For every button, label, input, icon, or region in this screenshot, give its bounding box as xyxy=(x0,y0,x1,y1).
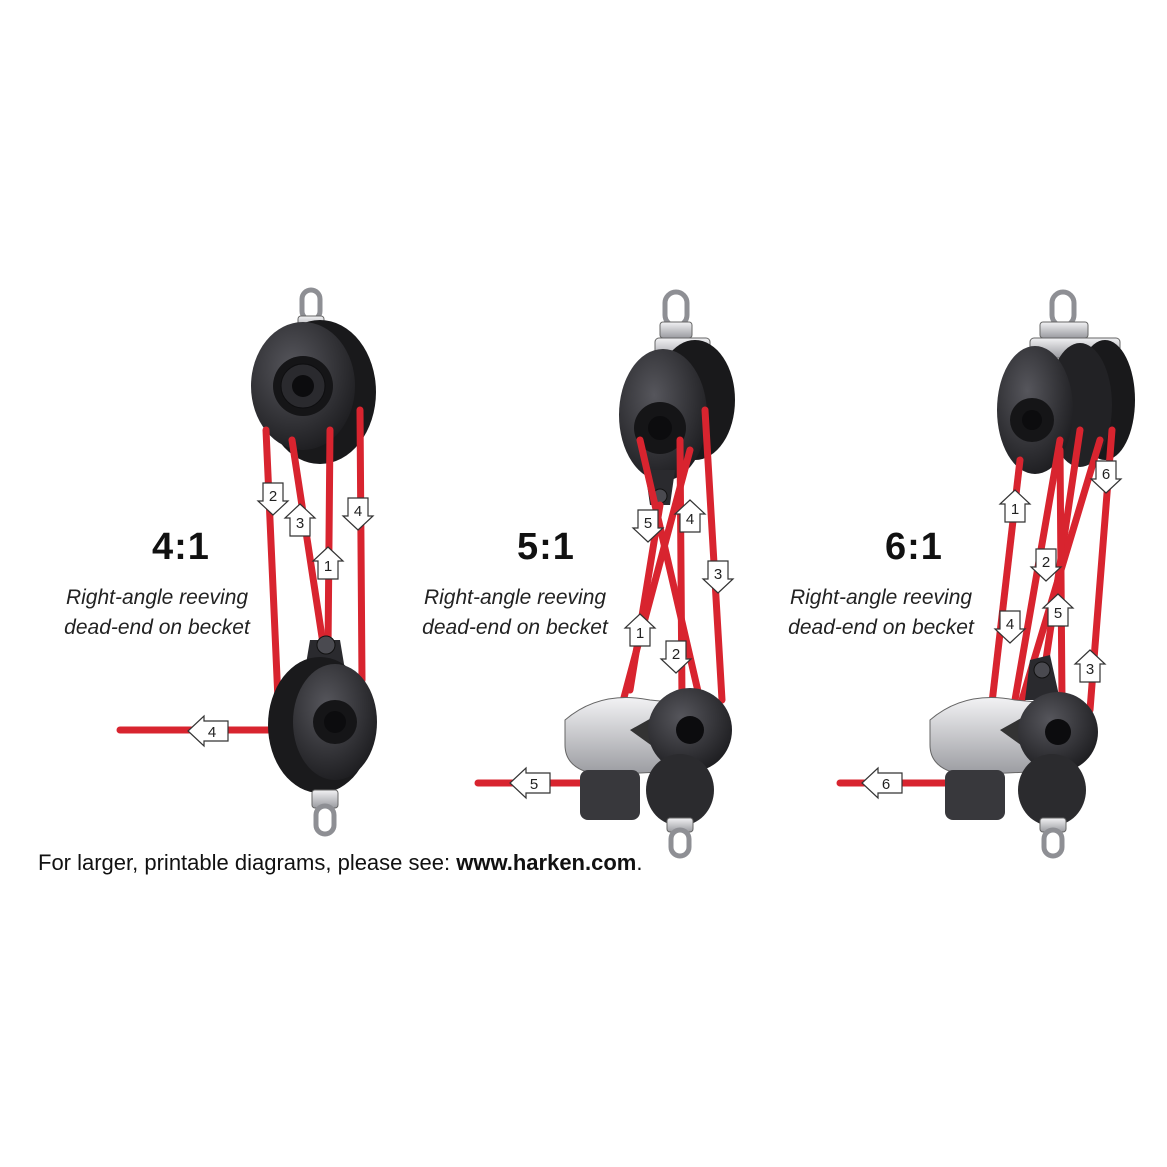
harken-link[interactable]: www.harken.com xyxy=(456,850,637,875)
arrow-5to1-1: 1 xyxy=(624,613,656,647)
tail-arrow-4to1: 4 xyxy=(187,714,229,748)
tail-label: 6 xyxy=(882,776,890,793)
caption-line2: dead-end on becket xyxy=(422,616,608,639)
top-block xyxy=(997,340,1135,474)
footer-text: For larger, printable diagrams, please s… xyxy=(38,850,457,875)
arrow-5to1-2: 2 xyxy=(660,640,692,674)
caption-line2: dead-end on becket xyxy=(788,616,974,639)
arrow-6to1-5: 5 xyxy=(1042,593,1074,627)
caption-4to1: Right-angle reeving dead-end on becket xyxy=(62,583,252,643)
tail-arrow-6to1: 6 xyxy=(861,766,903,800)
diagram-6to1 xyxy=(836,289,1135,859)
arrow-4to1-4: 4 xyxy=(342,497,374,531)
tail-label: 4 xyxy=(208,724,216,741)
arrow-label: 2 xyxy=(1042,554,1050,571)
bottom-block-cam xyxy=(564,688,732,859)
caption-6to1: Right-angle reeving dead-end on becket xyxy=(786,583,976,643)
arrow-5to1-5: 5 xyxy=(632,509,664,543)
arrow-label: 4 xyxy=(1006,616,1014,633)
footer-period: . xyxy=(636,850,643,875)
arrow-label: 4 xyxy=(354,503,362,520)
tail-arrow-5to1: 5 xyxy=(509,766,551,800)
arrow-label: 2 xyxy=(672,646,680,663)
arrow-label: 2 xyxy=(269,488,277,505)
arrow-label: 5 xyxy=(1054,605,1062,622)
bottom-block-cam xyxy=(929,655,1098,859)
arrow-4to1-3: 3 xyxy=(284,503,316,537)
ratio-5to1: 5:1 xyxy=(517,526,575,568)
bottom-block xyxy=(268,635,377,837)
arrow-label: 1 xyxy=(1011,501,1019,518)
arrow-label: 3 xyxy=(714,566,722,583)
caption-5to1: Right-angle reeving dead-end on becket xyxy=(420,583,610,643)
tail-label: 5 xyxy=(530,776,538,793)
diagram-4to1 xyxy=(116,287,377,837)
ratio-4to1: 4:1 xyxy=(152,526,210,568)
caption-line2: dead-end on becket xyxy=(64,616,250,639)
arrow-6to1-2: 2 xyxy=(1030,548,1062,582)
arrow-6to1-4: 4 xyxy=(994,610,1026,644)
arrow-label: 1 xyxy=(324,558,332,575)
arrow-6to1-1: 1 xyxy=(999,489,1031,523)
arrow-5to1-4: 4 xyxy=(674,499,706,533)
footer-note: For larger, printable diagrams, please s… xyxy=(38,850,642,876)
diagram-5to1 xyxy=(474,289,735,859)
arrow-4to1-1: 1 xyxy=(312,546,344,580)
arrow-6to1-3: 3 xyxy=(1074,649,1106,683)
caption-line1: Right-angle reeving xyxy=(423,586,607,609)
arrow-label: 5 xyxy=(644,515,652,532)
arrow-6to1-6: 6 xyxy=(1090,460,1122,494)
arrow-label: 1 xyxy=(636,625,644,642)
arrow-label: 3 xyxy=(296,515,304,532)
ratio-6to1: 6:1 xyxy=(885,526,943,568)
top-block xyxy=(251,320,376,464)
arrow-label: 3 xyxy=(1086,661,1094,678)
caption-line1: Right-angle reeving xyxy=(65,586,249,609)
arrow-5to1-3: 3 xyxy=(702,560,734,594)
arrow-label: 6 xyxy=(1102,466,1110,483)
arrow-4to1-2: 2 xyxy=(257,482,289,516)
arrow-label: 4 xyxy=(686,511,694,528)
caption-line1: Right-angle reeving xyxy=(789,586,973,609)
